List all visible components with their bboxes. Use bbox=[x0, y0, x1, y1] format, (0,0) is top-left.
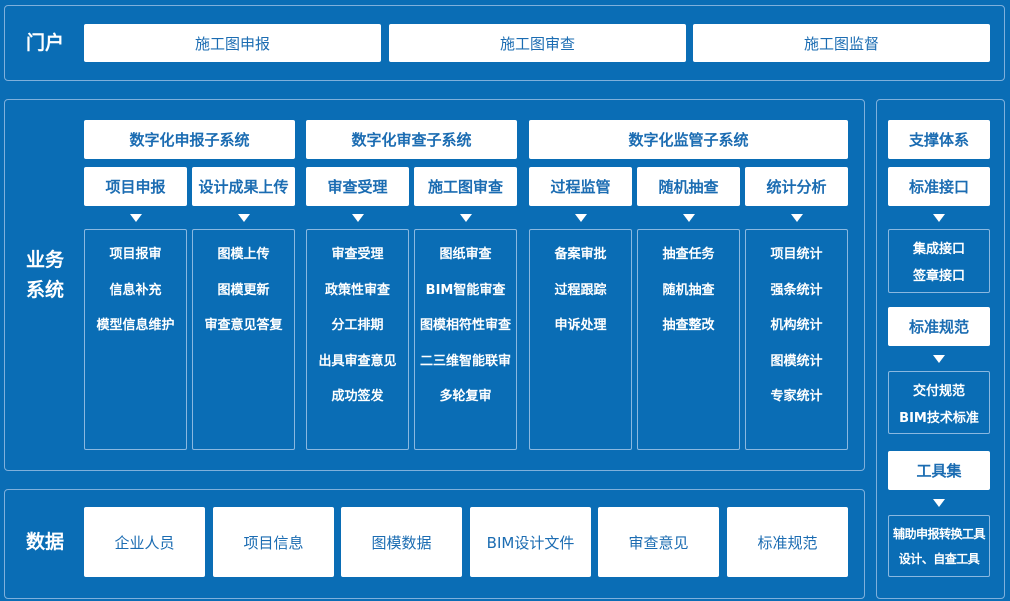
arrow-down-icon bbox=[933, 214, 945, 222]
arrow-down-icon bbox=[574, 214, 587, 222]
data-item[interactable]: 项目信息 bbox=[213, 507, 334, 577]
support-title: 支撑体系 bbox=[888, 120, 990, 159]
portal-item[interactable]: 施工图申报 bbox=[84, 24, 381, 62]
module-item[interactable]: 图模上传 bbox=[217, 247, 270, 262]
arrow-down-icon bbox=[682, 214, 695, 222]
module-item[interactable]: 审查受理 bbox=[331, 247, 384, 262]
support-item: 交付规范 bbox=[912, 383, 965, 399]
module-header[interactable]: 设计成果上传 bbox=[192, 167, 295, 206]
module-list: 图模上传图模更新审查意见答复 bbox=[192, 229, 295, 450]
support-group-header[interactable]: 标准规范 bbox=[888, 307, 990, 346]
data-item[interactable]: 企业人员 bbox=[84, 507, 205, 577]
support-item: 签章接口 bbox=[912, 269, 965, 284]
support-group-header[interactable]: 标准接口 bbox=[888, 167, 990, 206]
module-item[interactable]: 随机抽查 bbox=[662, 282, 715, 298]
module-item[interactable]: 模型信息维护 bbox=[96, 318, 175, 333]
module-item[interactable]: 二三维智能联审 bbox=[419, 353, 511, 369]
support-group-box: 集成接口 签章接口 bbox=[888, 229, 990, 293]
module-header[interactable]: 审查受理 bbox=[306, 167, 409, 206]
arrow-down-icon bbox=[129, 214, 142, 222]
subsystem-title[interactable]: 数字化申报子系统 bbox=[84, 120, 295, 159]
module-item[interactable]: 成功签发 bbox=[331, 389, 384, 404]
data-panel bbox=[4, 489, 865, 599]
data-label: 数据 bbox=[25, 531, 64, 553]
support-item: BIM技术标准 bbox=[899, 410, 979, 426]
module-header[interactable]: 随机抽查 bbox=[637, 167, 740, 206]
module-item[interactable]: 出具审查意见 bbox=[318, 353, 397, 369]
module-item[interactable]: 过程跟踪 bbox=[554, 282, 607, 298]
module-header[interactable]: 施工图审查 bbox=[414, 167, 517, 206]
module-item[interactable]: BIM智能审查 bbox=[425, 282, 506, 298]
module-header[interactable]: 过程监管 bbox=[529, 167, 632, 206]
arrow-down-icon bbox=[459, 214, 472, 222]
module-item[interactable]: 抽查任务 bbox=[662, 247, 715, 262]
portal-panel bbox=[4, 5, 1005, 81]
business-panel bbox=[4, 99, 865, 471]
support-group-box: 辅助申报转换工具 设计、自查工具 bbox=[888, 515, 990, 577]
module-list: 图纸审查 BIM智能审查图模相符性审查二三维智能联审多轮复审 bbox=[414, 229, 517, 450]
business-label-line: 系统 bbox=[25, 279, 64, 301]
portal-item[interactable]: 施工图审查 bbox=[389, 24, 686, 62]
module-item[interactable]: 图模统计 bbox=[770, 353, 823, 369]
arrow-down-icon bbox=[790, 214, 803, 222]
data-item[interactable]: 图模数据 bbox=[341, 507, 462, 577]
business-label: 业务 系统 bbox=[15, 245, 75, 305]
data-item[interactable]: 审查意见 bbox=[598, 507, 719, 577]
module-item[interactable]: 图模相符性审查 bbox=[419, 318, 511, 333]
module-item[interactable]: 项目报审 bbox=[109, 247, 162, 262]
module-item[interactable]: 多轮复审 bbox=[439, 389, 492, 404]
module-list: 审查受理政策性审查分工排期出具审查意见成功签发 bbox=[306, 229, 409, 450]
module-item[interactable]: 项目统计 bbox=[770, 247, 823, 262]
module-header[interactable]: 统计分析 bbox=[745, 167, 848, 206]
arrow-down-icon bbox=[933, 355, 945, 363]
support-item: 设计、自查工具 bbox=[898, 552, 980, 566]
module-list: 抽查任务随机抽查抽查整改 bbox=[637, 229, 740, 450]
arrow-down-icon bbox=[933, 499, 945, 507]
arrow-down-icon bbox=[351, 214, 364, 222]
module-item[interactable]: 专家统计 bbox=[770, 389, 823, 404]
module-item[interactable]: 分工排期 bbox=[331, 318, 384, 333]
module-item[interactable]: 审查意见答复 bbox=[204, 318, 283, 333]
portal-item[interactable]: 施工图监督 bbox=[693, 24, 990, 62]
support-panel bbox=[876, 99, 1005, 599]
module-list: 项目统计强条统计机构统计图模统计专家统计 bbox=[745, 229, 848, 450]
module-item[interactable]: 图纸审查 bbox=[439, 247, 492, 262]
module-item[interactable]: 强条统计 bbox=[770, 282, 823, 298]
module-list: 备案审批过程跟踪申诉处理 bbox=[529, 229, 632, 450]
module-item[interactable]: 政策性审查 bbox=[324, 282, 390, 298]
module-item[interactable]: 申诉处理 bbox=[554, 318, 607, 333]
data-item[interactable]: BIM设计文件 bbox=[470, 507, 591, 577]
module-list: 项目报审信息补充模型信息维护 bbox=[84, 229, 187, 450]
module-item[interactable]: 备案审批 bbox=[554, 247, 607, 262]
module-item[interactable]: 信息补充 bbox=[109, 282, 162, 298]
support-group-box: 交付规范 BIM技术标准 bbox=[888, 371, 990, 434]
subsystem-title[interactable]: 数字化监管子系统 bbox=[529, 120, 848, 159]
module-item[interactable]: 机构统计 bbox=[770, 318, 823, 333]
module-item[interactable]: 抽查整改 bbox=[662, 318, 715, 333]
support-item: 集成接口 bbox=[912, 242, 965, 257]
support-group-header[interactable]: 工具集 bbox=[888, 451, 990, 490]
business-label-line: 业务 bbox=[25, 249, 64, 271]
module-item[interactable]: 图模更新 bbox=[217, 282, 270, 298]
data-item[interactable]: 标准规范 bbox=[727, 507, 848, 577]
arrow-down-icon bbox=[237, 214, 250, 222]
support-item: 辅助申报转换工具 bbox=[892, 527, 986, 541]
subsystem-title[interactable]: 数字化审查子系统 bbox=[306, 120, 517, 159]
module-header[interactable]: 项目申报 bbox=[84, 167, 187, 206]
portal-label: 门户 bbox=[25, 32, 64, 54]
